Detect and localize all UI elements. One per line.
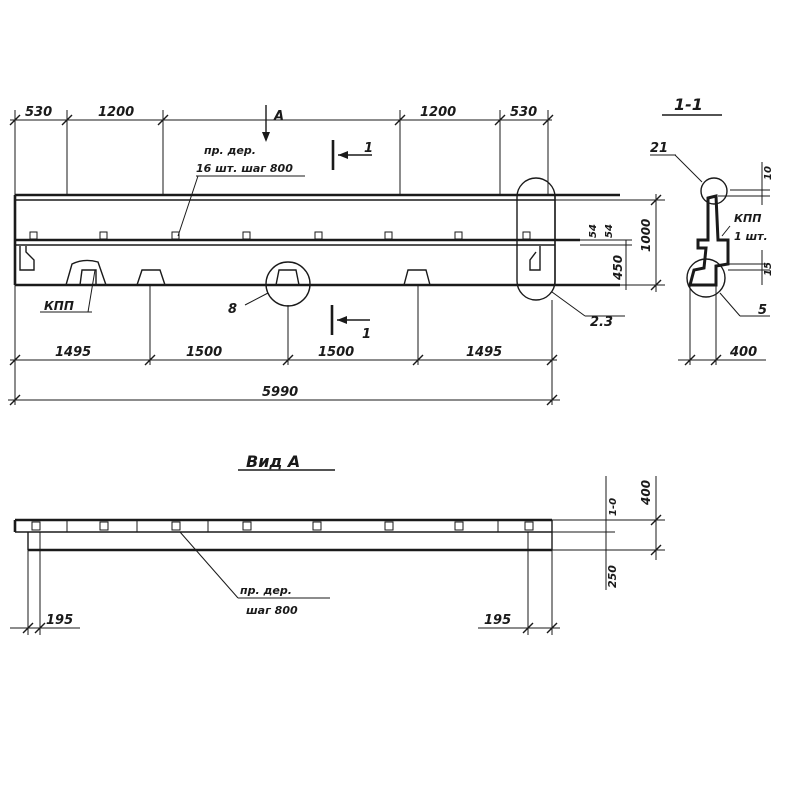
callout-8: 8: [228, 302, 237, 317]
section-title: 1-1: [674, 95, 703, 114]
plan-plugs: [31, 521, 534, 531]
view-marker-a: А: [273, 109, 284, 124]
dim-54-b: 54: [604, 224, 615, 238]
front-note-line2: 16 шт. шаг 800: [196, 162, 293, 175]
callout-21: 21: [650, 141, 668, 156]
plan-dim-400: 400: [639, 480, 653, 506]
front-label-kpp: КПП: [44, 299, 74, 313]
dim-1500-left: 1500: [186, 345, 222, 360]
dim-450: 450: [611, 255, 625, 281]
dim-5990-overall: 5990: [262, 385, 298, 400]
dim-1200-right: 1200: [420, 105, 456, 120]
dim-530-left: 530: [25, 105, 52, 120]
dim-1500-right: 1500: [318, 345, 354, 360]
section-label-qty: 1 шт.: [734, 230, 768, 243]
wood-plugs: [29, 231, 531, 240]
plan-note-line1: пр. дер.: [240, 584, 292, 597]
section-dim-400: 400: [729, 345, 757, 360]
section-dim-15: 15: [763, 262, 774, 276]
plan-dim-195-right: 195: [484, 613, 511, 628]
dim-1200-left: 1200: [98, 105, 134, 120]
section-marker-top: 1: [364, 141, 373, 156]
plan-dim-195-left: 195: [46, 613, 73, 628]
plan-dim-1-0: 1-0: [608, 498, 619, 516]
callout-5: 5: [758, 303, 767, 318]
dim-530-right: 530: [510, 105, 537, 120]
callout-2-3: 2.3: [590, 315, 613, 330]
plan-note-line2: шаг 800: [246, 604, 298, 617]
plan-title: Вид А: [246, 452, 300, 471]
front-note-line1: пр. дер.: [204, 144, 256, 157]
section-view: 1-1 21 5 КПП 1 шт. 10 15 400: [650, 95, 774, 366]
plan-view: Вид А пр. дер. шаг 800: [10, 452, 665, 635]
dim-1495-right: 1495: [466, 345, 502, 360]
plan-dim-250: 250: [606, 565, 619, 588]
dim-1000: 1000: [639, 219, 653, 252]
dim-1495-left: 1495: [55, 345, 91, 360]
section-dim-10: 10: [763, 166, 774, 180]
front-view: 530 1200 1200 530 А 1 пр. дер. 16 шт. ша…: [8, 105, 665, 406]
section-marker-bottom: 1: [362, 327, 371, 342]
section-label-kpp: КПП: [734, 212, 761, 225]
dim-54-a: 54: [588, 224, 599, 238]
